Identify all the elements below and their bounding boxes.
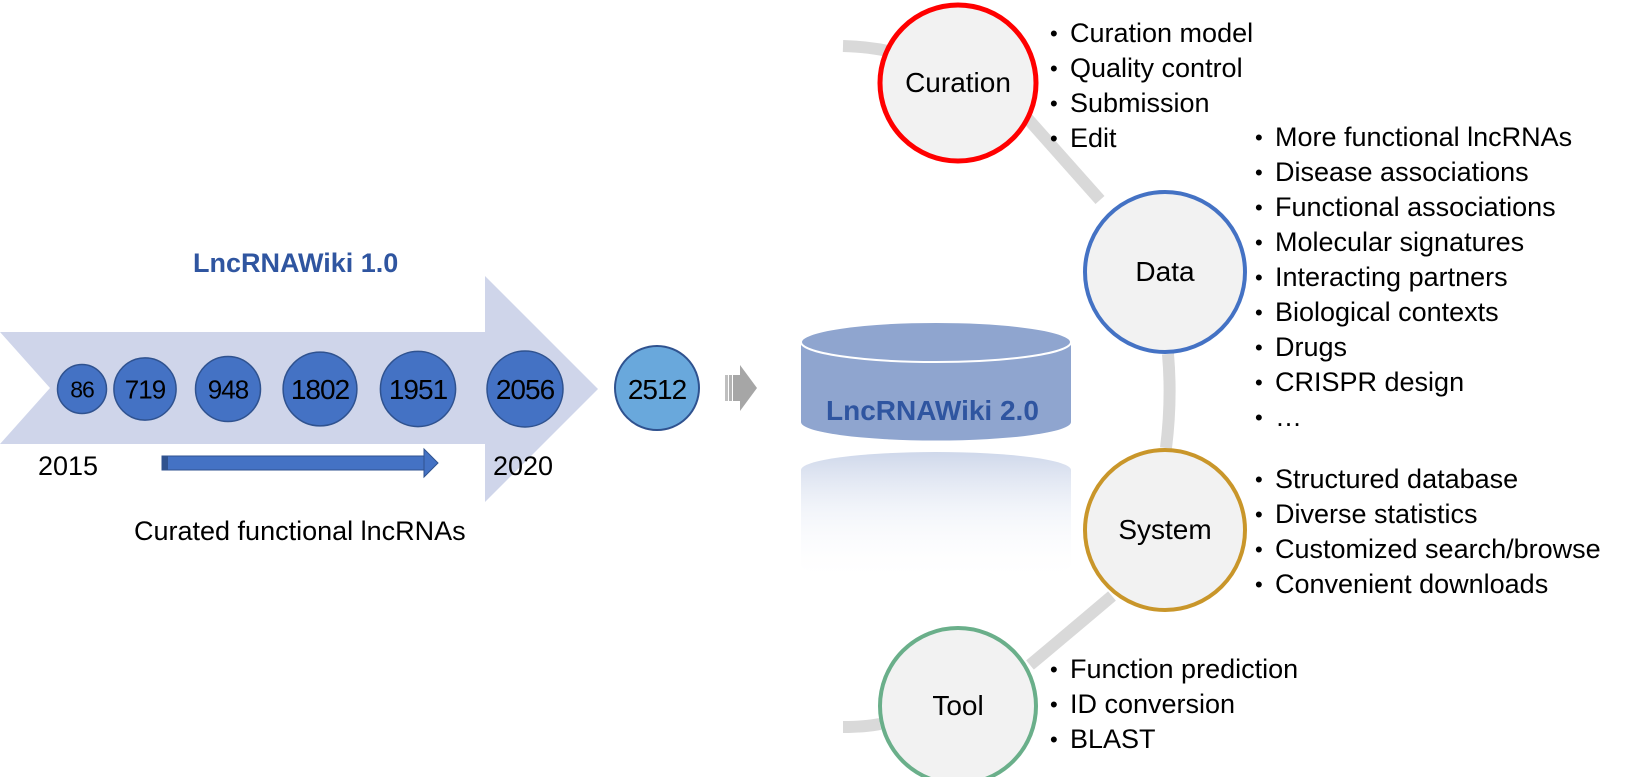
feature-item: Customized search/browse xyxy=(1255,532,1601,567)
feature-item: CRISPR design xyxy=(1255,365,1572,400)
progress-arrow-icon xyxy=(161,447,439,479)
feature-item: … xyxy=(1255,400,1572,435)
system-feature-list: Structured databaseDiverse statisticsCus… xyxy=(1255,462,1601,602)
timeline-bubble xyxy=(194,355,262,423)
feature-item: Convenient downloads xyxy=(1255,567,1601,602)
timeline-bubble-count: 948 xyxy=(207,374,249,405)
feature-item: Edit xyxy=(1050,121,1253,156)
timeline-bubble-count: 719 xyxy=(124,374,166,405)
feature-item: Molecular signatures xyxy=(1255,225,1572,260)
timeline-bubbles xyxy=(56,350,564,428)
timeline-bubble xyxy=(56,363,108,415)
data-circle xyxy=(1083,190,1247,354)
database-label: LncRNAWiki 2.0 xyxy=(826,395,1039,426)
feature-item: Curation model xyxy=(1050,16,1253,51)
feature-item: Quality control xyxy=(1050,51,1253,86)
timeline-bubble xyxy=(486,350,564,428)
timeline-bubble-count: 2056 xyxy=(495,374,555,405)
timeline-title: LncRNAWiki 1.0 xyxy=(193,248,399,278)
feature-item: Function prediction xyxy=(1050,652,1298,687)
timeline-bubble xyxy=(379,350,457,428)
next-count-bubble xyxy=(614,345,700,431)
feature-item: Drugs xyxy=(1255,330,1572,365)
feature-item: Disease associations xyxy=(1255,155,1572,190)
start-year: 2015 xyxy=(38,451,99,481)
tool-node-label: Tool xyxy=(932,690,984,721)
tool-feature-list: Function predictionID conversionBLAST xyxy=(1050,652,1298,757)
data-feature-list: More functional lncRNAsDisease associati… xyxy=(1255,120,1572,435)
data-node-label: Data xyxy=(1135,256,1195,287)
timeline-bubble-count: 1802 xyxy=(290,374,350,405)
feature-item: ID conversion xyxy=(1050,687,1298,722)
curation-circle xyxy=(877,2,1039,164)
curation-feature-list: Curation modelQuality controlSubmissionE… xyxy=(1050,16,1253,156)
database-cylinder xyxy=(800,321,1072,441)
system-node-label: System xyxy=(1118,514,1212,545)
feature-item: More functional lncRNAs xyxy=(1255,120,1572,155)
feature-item: Submission xyxy=(1050,86,1253,121)
feature-item: Biological contexts xyxy=(1255,295,1572,330)
system-circle xyxy=(1083,448,1247,612)
next-count-label: 2512 xyxy=(627,374,687,405)
right-arrow-icon xyxy=(725,365,757,411)
curation-node-label: Curation xyxy=(905,67,1011,98)
tool-circle xyxy=(878,626,1038,777)
feature-item: Diverse statistics xyxy=(1255,497,1601,532)
end-year: 2020 xyxy=(493,451,554,481)
feature-item: Functional associations xyxy=(1255,190,1572,225)
timeline-bubble-count: 1951 xyxy=(388,374,448,405)
feature-item: Interacting partners xyxy=(1255,260,1572,295)
timeline-bubble-count: 86 xyxy=(70,376,95,403)
timeline-caption: Curated functional lncRNAs xyxy=(134,516,466,546)
timeline-bubble xyxy=(113,357,177,421)
timeline-bubble xyxy=(282,351,358,427)
feature-item: Structured database xyxy=(1255,462,1601,497)
database-reflection xyxy=(801,452,1071,583)
feature-item: BLAST xyxy=(1050,722,1298,757)
